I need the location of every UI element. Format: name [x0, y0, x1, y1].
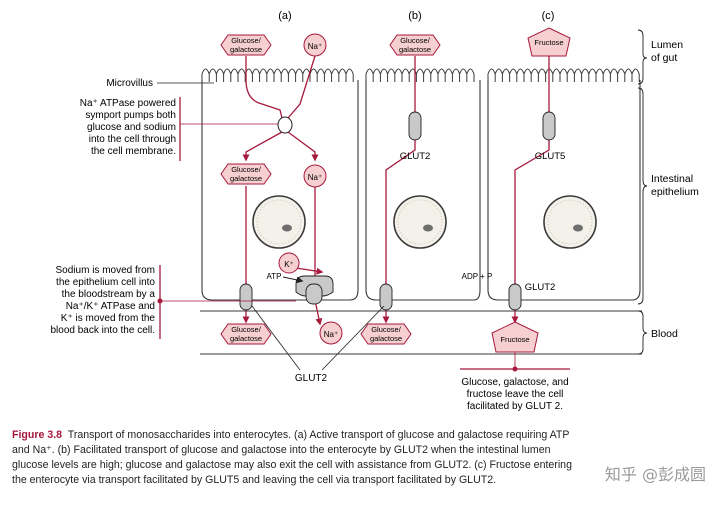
- svg-text:galactose: galactose: [399, 45, 431, 54]
- lumen-label-line1: Lumen: [651, 39, 683, 51]
- watermark: 知乎 @彭成圆: [604, 465, 706, 484]
- na-circle-cell: Na⁺: [303, 164, 327, 188]
- svg-text:Glucose/: Glucose/: [371, 325, 402, 334]
- glucose-hexagon-a-cell: Glucose/ galactose: [220, 163, 272, 185]
- svg-text:K⁺: K⁺: [284, 260, 294, 269]
- glut2-apical-transporter: [408, 111, 422, 141]
- glucose-hexagon-a-lumen: Glucose/ galactose: [220, 34, 272, 56]
- svg-text:galactose: galactose: [230, 174, 262, 183]
- glut-leave-annotation: Glucose, galactose, and fructose leave t…: [460, 352, 570, 412]
- glut5-label: GLUT5: [535, 151, 566, 162]
- epithelium-label-line1: Intestinal: [651, 173, 693, 185]
- adp-label: ADP + P: [462, 272, 493, 281]
- svg-text:fructose leave the cell: fructose leave the cell: [467, 389, 564, 400]
- glut5-transporter: [542, 111, 556, 141]
- glucose-hexagon-b-lumen: Glucose/ galactose: [389, 34, 441, 56]
- atp-arrow: [282, 276, 304, 284]
- nucleus-b: [393, 195, 447, 249]
- panel-label-a: (a): [278, 10, 291, 22]
- na-circle-lumen: Na⁺: [303, 33, 327, 57]
- svg-text:Na⁺: Na⁺: [308, 42, 322, 51]
- svg-text:the cell membrane.: the cell membrane.: [91, 146, 176, 157]
- figure-number: Figure 3.8: [12, 429, 63, 441]
- k-circle: K⁺: [278, 252, 300, 274]
- caption-text: Transport of monosaccharides into entero…: [12, 429, 572, 486]
- microvilli-border: [201, 68, 640, 82]
- microvillus-label: Microvillus: [106, 78, 153, 89]
- svg-text:the epithelium cell into: the epithelium cell into: [56, 277, 155, 288]
- glut2-label-bottom: GLUT2: [295, 373, 328, 384]
- svg-text:Glucose, galactose, and: Glucose, galactose, and: [461, 377, 568, 388]
- svg-text:Glucose/: Glucose/: [231, 325, 262, 334]
- glut2-label-c-basal: GLUT2: [525, 282, 556, 293]
- glut2-label-b: GLUT2: [400, 151, 431, 162]
- microvillus: [365, 68, 475, 82]
- svg-text:Na⁺: Na⁺: [308, 173, 322, 182]
- svg-text:Glucose/: Glucose/: [231, 165, 262, 174]
- glut2-basal-b: [379, 283, 393, 311]
- svg-text:Fructose: Fructose: [534, 38, 563, 47]
- nucleus-c: [543, 195, 597, 249]
- sodium-annotation: Sodium is moved from the epithelium cell…: [50, 265, 296, 339]
- svg-text:glucose and sodium: glucose and sodium: [87, 122, 176, 133]
- svg-text:facilitated by GLUT 2.: facilitated by GLUT 2.: [467, 401, 563, 412]
- svg-text:Fructose: Fructose: [500, 335, 529, 344]
- atp-label: ATP: [267, 272, 282, 281]
- glut2-bottom-pointer-lines: [251, 305, 385, 371]
- svg-text:the bloodstream by a: the bloodstream by a: [62, 289, 156, 300]
- svg-text:Na⁺: Na⁺: [324, 330, 338, 339]
- symport-annotation: Na⁺ ATPase powered symport pumps both gl…: [80, 97, 278, 161]
- svg-text:into the cell through: into the cell through: [89, 134, 176, 145]
- svg-text:Sodium is moved from: Sodium is moved from: [56, 265, 155, 276]
- lumen-label-line2: of gut: [651, 52, 677, 64]
- nucleus-a: [252, 195, 306, 249]
- na-k-atpase-pump: [295, 275, 334, 305]
- svg-text:galactose: galactose: [370, 334, 402, 343]
- region-braces: [637, 29, 648, 355]
- fructose-pentagon-blood: Fructose: [491, 321, 539, 353]
- symport-transporter: [277, 116, 293, 134]
- cell-walls: [201, 80, 641, 301]
- figure-caption: Figure 3.8 Transport of monosaccharides …: [12, 428, 572, 488]
- svg-text:K⁺ is moved from the: K⁺ is moved from the: [61, 313, 156, 324]
- svg-text:Glucose/: Glucose/: [400, 36, 431, 45]
- transport-pathways: [242, 55, 550, 326]
- microvillus: [487, 68, 640, 82]
- glut2-basal-a: [239, 283, 253, 311]
- microvillus: [201, 68, 354, 82]
- svg-text:galactose: galactose: [230, 45, 262, 54]
- glucose-hexagon-a-blood: Glucose/ galactose: [220, 323, 272, 345]
- panel-label-b: (b): [408, 10, 421, 22]
- na-circle-blood: Na⁺: [319, 321, 343, 345]
- svg-text:Na⁺ ATPase powered: Na⁺ ATPase powered: [80, 98, 176, 109]
- blood-label: Blood: [651, 328, 678, 340]
- panel-label-c: (c): [542, 10, 555, 22]
- epithelium-label-line2: epithelium: [651, 186, 699, 198]
- svg-text:Na⁺/K⁺ ATPase and: Na⁺/K⁺ ATPase and: [66, 301, 155, 312]
- svg-text:symport pumps both: symport pumps both: [85, 110, 176, 121]
- svg-text:Glucose/: Glucose/: [231, 36, 262, 45]
- glut2-basal-c: [508, 283, 522, 311]
- fructose-pentagon-lumen: Fructose: [527, 27, 571, 57]
- glucose-hexagon-b-blood: Glucose/ galactose: [360, 323, 412, 345]
- svg-text:blood back into the cell.: blood back into the cell.: [50, 325, 155, 336]
- svg-text:galactose: galactose: [230, 334, 262, 343]
